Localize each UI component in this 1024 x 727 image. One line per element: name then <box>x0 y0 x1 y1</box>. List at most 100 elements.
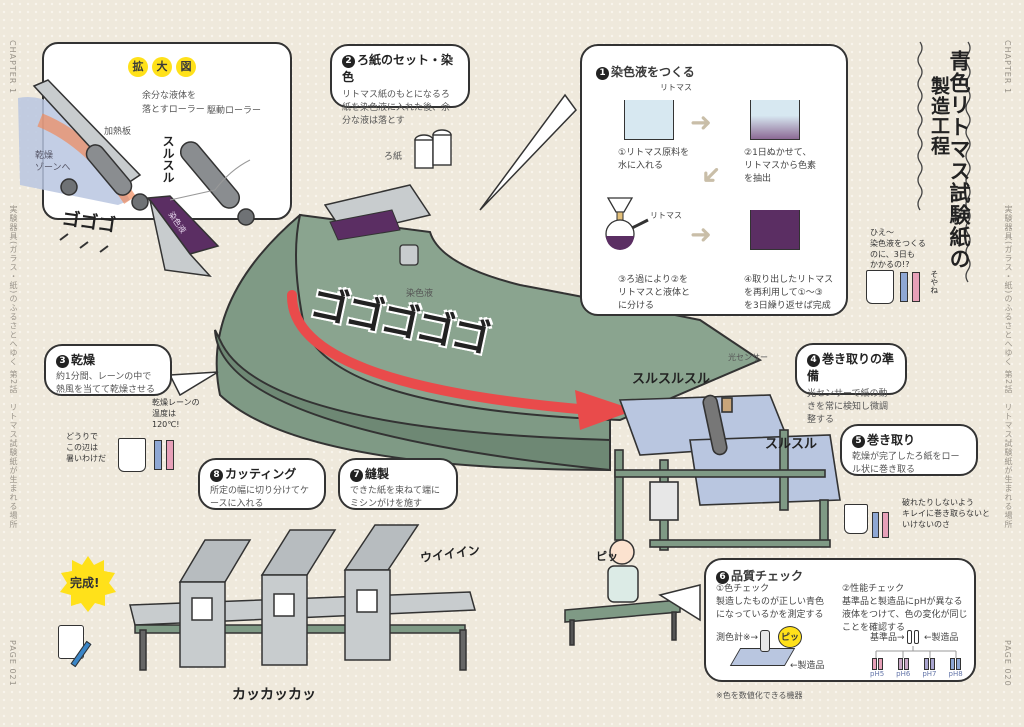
blue-litmus-character-icon <box>900 272 908 302</box>
step2-title: ろ紙のセット・染色 <box>342 53 454 85</box>
colorimeter-label: 測色計※→ <box>716 633 759 643</box>
chapter-label-left: CHAPTER 1 <box>8 40 17 95</box>
zoom-badge-char: 大 <box>152 57 172 77</box>
step7-title: 縫製 <box>365 467 390 481</box>
step7-number-icon: 7 <box>350 469 363 482</box>
comment-drying-reply: どうりで この辺は 暑いわけだ <box>66 432 106 463</box>
drive-roller-label: 駆動ローラー <box>207 106 262 116</box>
step5-body: 乾燥が完了したろ紙をロール状に巻き取る <box>852 452 960 476</box>
zoom-badge-char: 図 <box>176 57 196 77</box>
product-label-2: ←製造品 <box>924 633 959 643</box>
red-litmus-character-icon <box>882 512 889 538</box>
arrow-right-icon: ➜ <box>690 108 712 138</box>
step4-number-icon: 4 <box>807 354 820 367</box>
check2-body: 基準品と製造品にpHが異なる液体をつけて、色の変化が同じことを確認する <box>842 597 968 634</box>
ph-tree-lines <box>875 646 957 658</box>
filter-paper-label: ろ紙 <box>384 152 403 162</box>
light-sensor-label: 光センサー <box>728 353 768 362</box>
check1-title: ①色チェック <box>716 584 770 594</box>
complete-badge-label: 完成! <box>70 576 100 590</box>
beaker-character-icon <box>844 504 868 534</box>
beaker-character-icon <box>118 438 146 472</box>
complete-badge-burst <box>60 556 116 612</box>
series-label-right: 実験器具(ガラス・紙)のふるさとへゆく <box>1004 205 1013 367</box>
zoom-badge: 拡 大 図 <box>128 57 196 77</box>
comment-drying-temp: 乾燥レーンの 温度は 120℃! <box>152 398 200 429</box>
ph-sample: pH8 <box>949 658 963 678</box>
red-litmus-character-icon <box>166 440 174 470</box>
product-label: ←製造品 <box>790 661 825 671</box>
ph-label: pH5 <box>870 670 885 678</box>
beep-bubble: ピッ <box>778 626 802 648</box>
red-litmus-character-icon <box>912 272 920 302</box>
step1-litmus-label: リトマス <box>660 83 692 92</box>
check2-title: ②性能チェック <box>842 584 905 594</box>
step3-number-icon: 3 <box>56 355 69 368</box>
ph-sample: pH5 <box>870 658 884 678</box>
flow-arrow-head <box>575 390 635 430</box>
zoom-sfx-slide: スルスル <box>161 135 175 183</box>
reference-tube-icon <box>907 630 912 644</box>
step1-sub2: ②1日ぬかせて、 リトマスから色素 を抽出 <box>744 148 817 185</box>
flow-arrow <box>286 290 595 415</box>
dye-liquid-label: 染色液 <box>406 289 434 299</box>
drying-zone-label: 乾燥 ゾーンへ <box>35 151 71 174</box>
ph-label: pH7 <box>922 670 937 678</box>
step2-body: リトマス紙のもとになるろ紙を染色液に入れた後、余分な液は落とす <box>342 89 451 126</box>
step8-body: 所定の幅に切り分けてケースに入れる <box>210 486 310 510</box>
comment-dye-days: ひえ〜 染色液をつくる のに、3日も かかるの!? <box>870 228 926 270</box>
step2-number-icon: 2 <box>342 55 355 68</box>
step4-title: 巻き取りの準備 <box>807 352 895 384</box>
reference-label: 基準品→ <box>870 633 905 643</box>
blue-litmus-character-icon <box>872 512 879 538</box>
step6-number-icon: 6 <box>716 571 729 584</box>
excess-roller-label: 余分な液体を 落とすローラー <box>142 91 205 115</box>
heater-label: 加熱板 <box>104 127 132 137</box>
sfx-slide-2: スルスル <box>765 437 818 452</box>
step3-title: 乾燥 <box>71 353 96 367</box>
ph-sample: pH6 <box>896 658 910 678</box>
comment-winding: 破れたりしないよう キレイに巻き取らないと いけないのさ <box>902 498 990 529</box>
page-title: 青色リトマス試験紙の <box>947 50 971 270</box>
filter-flask-icon <box>605 197 649 250</box>
arrow-right-icon: ➜ <box>690 220 712 250</box>
pot-dye-icon <box>750 210 800 250</box>
step5-title: 巻き取り <box>867 433 916 447</box>
step1-sub1: ①リトマス原料を 水に入れる <box>618 148 690 172</box>
blue-litmus-character-icon <box>154 440 162 470</box>
ph-label: pH6 <box>896 670 911 678</box>
step6-title-text: 品質チェック <box>731 569 804 583</box>
title-wave-lines <box>917 41 971 283</box>
step1-sub4: ④取り出したリトマス を再利用して①〜③ を3日繰り返せば完成 <box>744 275 834 312</box>
step1-sub3: ③ろ過により②を リトマスと液体と に分ける <box>618 275 691 312</box>
step7-body: できた紙を束ねて端にミシンがけを施す <box>350 486 441 510</box>
sfx-cutting: カッカッカッ <box>232 687 316 703</box>
step4-body: 光センサーで紙の動きを常に検知し微調整する <box>807 388 889 425</box>
step8-title: カッティング <box>225 467 297 481</box>
chapter-label-right: CHAPTER 1 <box>1003 40 1012 95</box>
step3-body: 約1分間、レーンの中で熱風を当てて乾燥させる <box>56 372 156 396</box>
page-number-left: PAGE 021 <box>8 640 17 687</box>
ph-label: pH8 <box>948 670 963 678</box>
sfx-slide-1: スルスルスル <box>632 372 711 387</box>
step5-number-icon: 5 <box>852 435 865 448</box>
zoom-illustration <box>18 79 255 278</box>
page-number-right: PAGE 020 <box>1003 640 1012 687</box>
product-tube-icon <box>914 630 919 644</box>
step1-panel <box>580 44 848 316</box>
sfx-beep: ピッ <box>596 550 618 563</box>
comment-dye-reply: そやね <box>929 270 939 294</box>
colorimeter-icon <box>760 630 770 652</box>
page-subtitle: 製造工程 <box>928 76 950 156</box>
footnote: ※色を数値化できる機器 <box>716 691 803 700</box>
check1-body: 製造したものが正しい青色になっているかを測定する <box>716 597 825 621</box>
pot-steeping-icon <box>750 100 800 140</box>
beaker-character-icon <box>866 270 894 304</box>
